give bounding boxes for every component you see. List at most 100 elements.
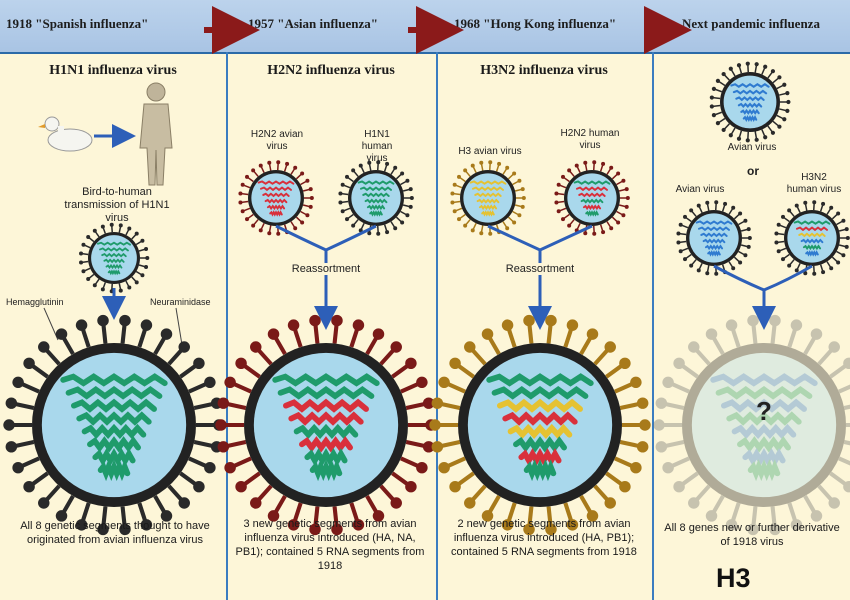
spike-head [144,265,148,269]
spike-head [345,217,349,221]
spike-head [771,131,775,135]
spike-head [755,62,759,66]
spike-head [688,341,699,352]
rna-segment [744,117,756,119]
spike-head [204,462,215,473]
spike-head [841,253,845,257]
spike-head [512,221,516,225]
spike-head [127,226,131,230]
spike-head [688,497,699,508]
spike-head [251,224,255,228]
spike-head [811,328,822,339]
spike-head [479,161,483,165]
spike-head [471,164,475,168]
spike-head [12,377,23,388]
spike-head [471,228,475,232]
spike-head [712,113,716,117]
reassortment-label: Reassortment [494,263,586,275]
spike-head [729,133,733,137]
reassortment-connector [714,266,812,318]
spike-head [351,224,355,228]
spike-head [626,196,630,200]
col2-caption: 3 new genetic segments from avian influe… [232,517,428,573]
spike-head [656,397,667,408]
spike-head [791,319,802,330]
spike-head [81,269,85,273]
large-virus [215,315,436,535]
spike-head [135,280,139,284]
rna-segment [101,467,128,474]
spike-head [224,462,235,473]
spike-head [723,202,727,206]
spike-head [23,481,34,492]
spike-head [545,315,556,326]
spike-head [505,226,509,230]
spike-head [241,183,245,187]
spike-head [710,95,714,99]
spike-head [338,192,342,196]
spike-head [238,200,242,204]
spike-head [305,179,309,183]
spike-head [235,481,246,492]
spike-head [453,183,457,187]
spike-head [432,397,443,408]
col4-top-label: Avian virus [722,142,782,154]
neuraminidase-label: Neuraminidase [150,296,211,308]
spike-head [746,62,750,66]
rna-segment [270,212,282,214]
spike-head [276,232,280,236]
spike-head [6,397,17,408]
spike-head [777,223,781,227]
spike-head [245,175,249,179]
spike-head [497,162,501,166]
spike-head [683,257,687,261]
hemagglutinin-label: Hemagglutinin [6,296,64,308]
spike-head [625,205,629,209]
or-label: or [738,165,768,177]
col2-right-label: H1N1 human virus [350,129,404,165]
spike-head [432,441,443,452]
spike-head [416,377,427,388]
spike-head [267,161,271,165]
spike-head [405,358,416,369]
spike-head [782,83,786,87]
spike-head [463,168,467,172]
spike-head [259,164,263,168]
spike-head [812,200,816,204]
spike-head [567,168,571,172]
spike-head [829,266,833,270]
spike-head [56,328,67,339]
spike-head [712,87,716,91]
spike-head [583,161,587,165]
spike-head [743,219,747,223]
spike-head [86,235,90,239]
spike-head [656,441,667,452]
spike-head [268,328,279,339]
spike-head [367,231,371,235]
rna-segment [751,467,778,474]
spike-head [409,187,413,191]
spike-head [310,196,314,200]
spike-head [557,209,561,213]
spike-head [405,179,409,183]
small-virus [676,200,751,276]
spike-head [583,231,587,235]
spike-head [777,125,781,129]
spike-head [729,67,733,71]
spike-head [376,232,380,236]
spike-head [245,217,249,221]
spike-head [689,208,693,212]
spike-head [846,236,850,240]
spike-head [341,183,345,187]
spike-head [353,319,364,330]
spike-head [12,462,23,473]
spike [844,442,850,447]
spike-head [285,162,289,166]
spike-head [457,175,461,179]
spike-head [238,192,242,196]
spike-head [161,328,172,339]
spike-head [738,261,742,265]
spike-head [836,211,840,215]
rna-segment [586,212,598,214]
